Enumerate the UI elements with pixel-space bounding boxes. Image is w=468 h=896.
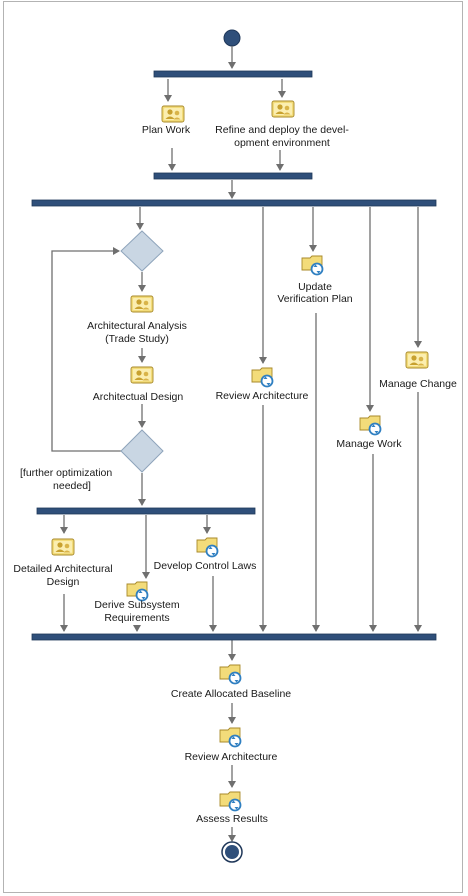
final-node	[221, 841, 243, 863]
activity-label-update: Update	[298, 281, 332, 293]
role-activity-icon	[130, 295, 154, 313]
activity-label-plan-work: Plan Work	[142, 124, 191, 136]
role-activity-icon	[405, 351, 429, 369]
role-activity-icon	[130, 366, 154, 384]
activity-label-update-cont: Verification Plan	[277, 293, 352, 305]
join-bar-main	[31, 633, 437, 641]
join-bar-top	[153, 172, 313, 180]
role-activity-icon	[271, 100, 295, 118]
activity-label-derive-subsystem: Derive Subsystem	[94, 599, 179, 611]
activity-label-derive-subsystem-cont: Requirements	[104, 612, 169, 624]
role-activity-icon	[161, 105, 185, 123]
capability-pattern-icon	[219, 727, 242, 748]
activity-label-manage-change: Manage Change	[379, 378, 457, 390]
activity-label-arch-design: Architectual Design	[93, 391, 184, 403]
capability-pattern-icon	[126, 581, 149, 602]
guard-label: [further optimization	[20, 467, 112, 479]
capability-pattern-icon	[219, 664, 242, 685]
activity-label-manage-work: Manage Work	[336, 438, 402, 450]
fork-bar-top	[153, 70, 313, 78]
activity-label-arch-analysis-cont: (Trade Study)	[105, 333, 169, 345]
activity-label-develop-control-laws: Develop Control Laws	[154, 560, 257, 572]
capability-pattern-icon	[301, 255, 324, 276]
activity-label-arch-analysis: Architectural Analysis	[87, 320, 187, 332]
activity-label-review-architecture-2: Review Architecture	[185, 751, 278, 763]
capability-pattern-icon	[219, 791, 242, 812]
activity-label-detailed-design: Detailed Architectural	[13, 563, 112, 575]
capability-pattern-icon	[359, 415, 382, 436]
initial-node	[223, 29, 241, 47]
guard-label-cont: needed]	[53, 480, 91, 492]
activity-label-create-baseline: Create Allocated Baseline	[171, 688, 291, 700]
activity-label-review-architecture: Review Architecture	[216, 390, 309, 402]
activity-label-refine-cont: opment environment	[234, 137, 330, 149]
activity-label-refine: Refine and deploy the devel-	[215, 124, 349, 136]
control-flows	[51, 46, 422, 842]
capability-pattern-icon	[251, 367, 274, 388]
capability-pattern-icon	[196, 537, 219, 558]
role-activity-icon	[51, 538, 75, 556]
fork-bar-sub	[36, 507, 256, 515]
activity-label-assess-results: Assess Results	[196, 813, 268, 825]
decision-node-optimize	[120, 429, 164, 473]
decision-node-merge	[120, 230, 164, 272]
fork-bar-main	[31, 199, 437, 207]
activity-label-detailed-design-cont: Design	[47, 576, 80, 588]
